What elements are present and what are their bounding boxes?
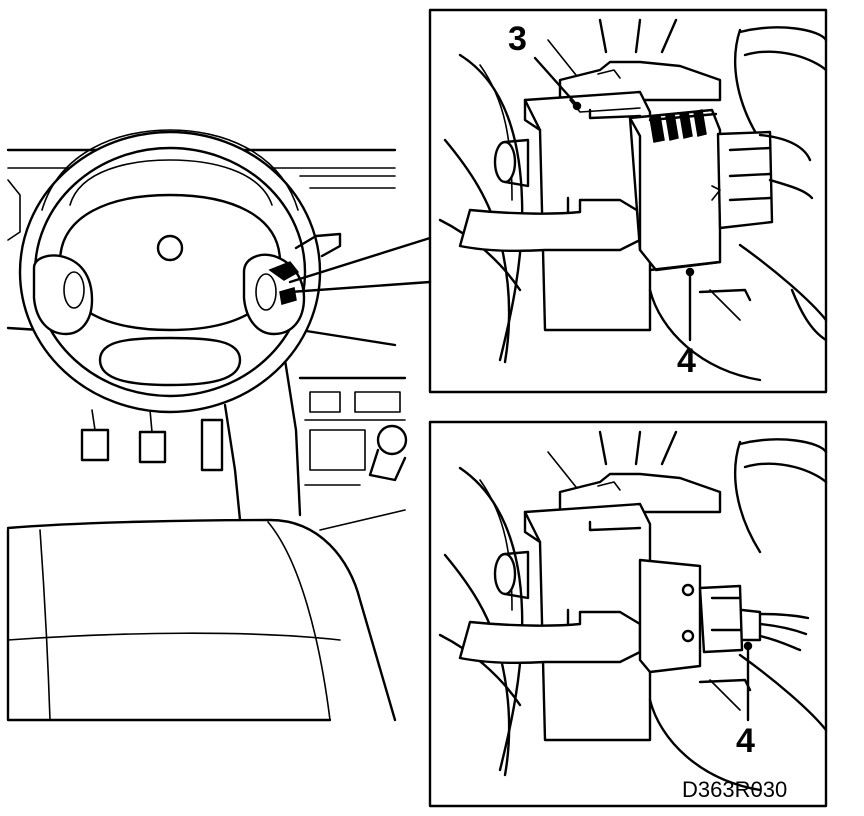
- callout-4-upper-label: 4: [677, 342, 696, 380]
- upper-detail-inset: 3 4: [428, 8, 828, 394]
- overview-scene: [6, 129, 432, 722]
- callout-4-lower-label: 4: [736, 722, 755, 760]
- figure-code: D363R030: [682, 777, 787, 802]
- callout-3-leader: [533, 56, 578, 106]
- lower-detail-inset: 4: [428, 420, 828, 808]
- upper-inset-frame: [428, 8, 828, 394]
- lower-inset-frame: [428, 420, 828, 808]
- callout-3-label: 3: [508, 20, 527, 58]
